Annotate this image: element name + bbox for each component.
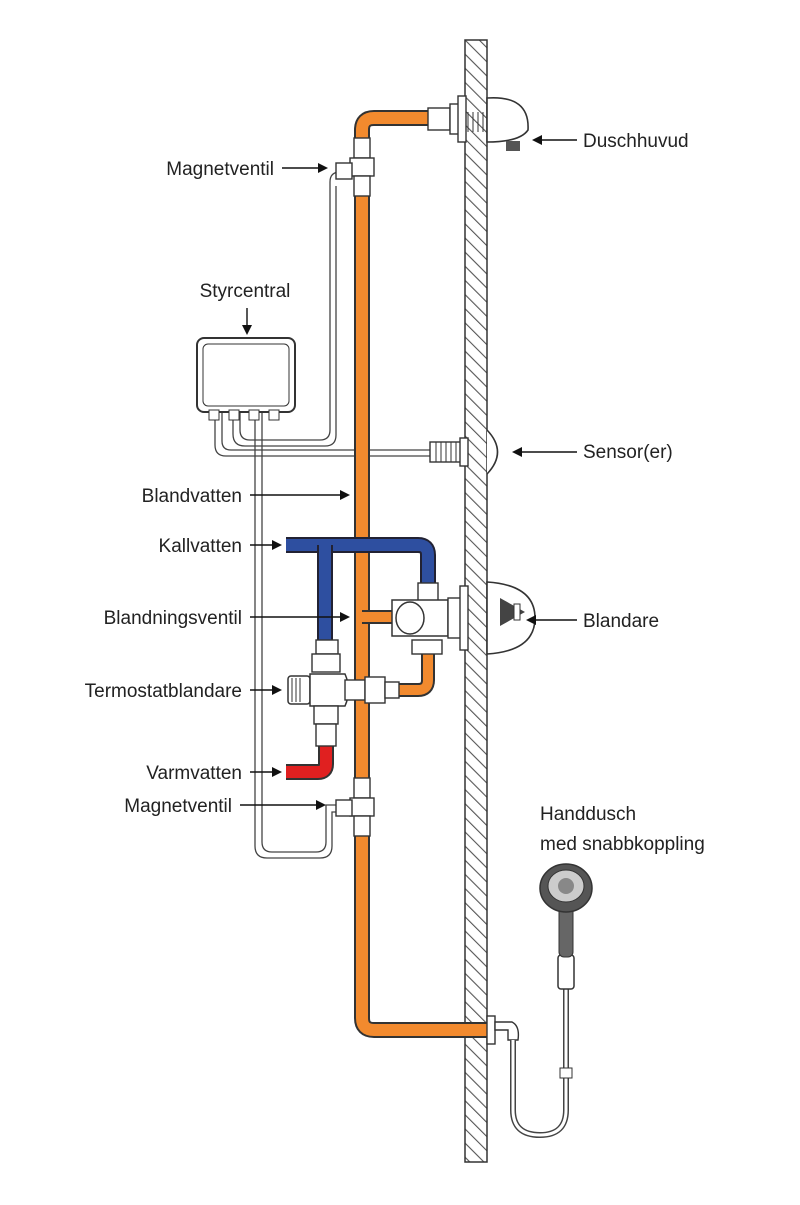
label-blandare: Blandare <box>583 611 659 632</box>
hand-shower <box>486 863 593 1139</box>
blended-water-pipes <box>354 110 488 1038</box>
control-unit <box>196 337 296 421</box>
cold-water-pipe <box>286 537 436 640</box>
label-sensor: Sensor(er) <box>583 442 673 463</box>
control-wiring <box>214 171 432 859</box>
label-arrows <box>240 135 577 810</box>
wall-mixer <box>391 581 536 655</box>
thermostatic-mixer <box>287 639 400 747</box>
label-blandvatten: Blandvatten <box>142 486 242 507</box>
label-varmvatten: Varmvatten <box>146 763 242 784</box>
sensor <box>429 429 499 475</box>
shower-head <box>427 95 529 151</box>
label-styrcentral: Styrcentral <box>200 281 291 302</box>
label-magnetventil-bottom: Magnetventil <box>124 796 232 817</box>
label-termostatblandare: Termostatblandare <box>85 681 242 702</box>
label-blandningsventil: Blandningsventil <box>104 608 242 629</box>
solenoid-valve-top <box>335 137 375 197</box>
label-magnetventil-top: Magnetventil <box>166 159 274 180</box>
label-handdusch-line1: Handdusch <box>540 804 636 825</box>
label-kallvatten: Kallvatten <box>159 536 242 557</box>
label-handdusch-line2: med snabbkoppling <box>540 834 705 855</box>
solenoid-valve-bottom <box>335 777 375 837</box>
hot-water-pipe <box>286 745 334 780</box>
label-duschhuvud: Duschhuvud <box>583 131 689 152</box>
